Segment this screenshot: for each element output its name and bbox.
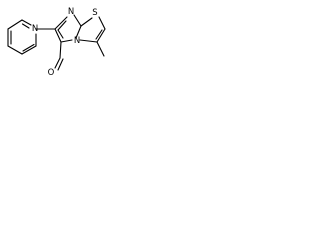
bond xyxy=(73,14,82,27)
bond xyxy=(98,16,106,30)
bond xyxy=(7,19,23,30)
chemical-structure: N N N S O xyxy=(7,7,106,78)
bond xyxy=(79,39,98,43)
bond xyxy=(21,45,37,55)
bond xyxy=(60,39,73,43)
bond xyxy=(57,58,64,71)
bond xyxy=(21,23,30,29)
pyridine-ring xyxy=(7,19,37,55)
aldehyde-group xyxy=(54,41,64,71)
bond xyxy=(22,43,35,52)
bond xyxy=(57,29,64,39)
bond xyxy=(75,25,82,39)
atom-label-thiazole-s: S xyxy=(92,8,97,18)
bond xyxy=(96,28,106,43)
bond xyxy=(95,29,103,40)
bond xyxy=(7,45,23,55)
bond xyxy=(57,20,67,31)
atom-label-aldehyde-o: O xyxy=(48,68,55,78)
bond xyxy=(54,28,62,43)
bond xyxy=(54,57,61,69)
atom-label-imidazole-n: N xyxy=(68,7,74,17)
thiazole-ring xyxy=(79,16,106,43)
bond xyxy=(80,17,93,27)
methyl-bond xyxy=(96,41,105,57)
imidazole-ring xyxy=(54,14,82,43)
atom-label-pyridine-n: N xyxy=(32,24,38,34)
bond xyxy=(54,16,68,30)
bond xyxy=(59,41,62,59)
bond xyxy=(21,19,32,26)
atom-label-bridge-n: N xyxy=(74,36,80,46)
